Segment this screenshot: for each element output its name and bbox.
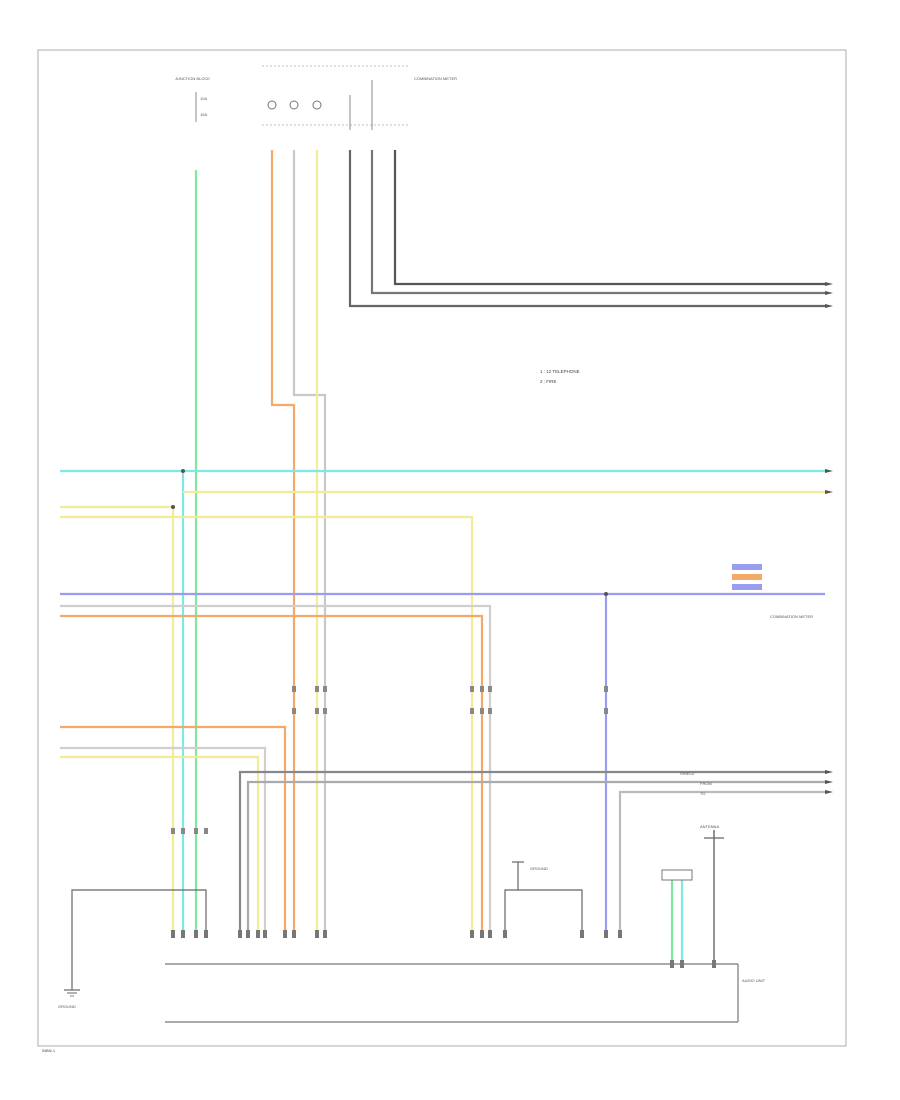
wire-bus-low-3	[618, 790, 825, 930]
wire-orange-low	[60, 725, 287, 930]
wire-grey-mid	[60, 604, 492, 930]
legend: 1 : 12 TELEPHONE 2 : FIRE	[540, 369, 580, 384]
main-connector-label: AUDIO UNIT	[742, 978, 766, 983]
antenna-label: ANTENNA	[700, 824, 719, 829]
connector-pins	[171, 930, 716, 968]
antenna: ANTENNA	[661, 824, 724, 960]
top-right-connector: COMBINATION METER	[262, 65, 457, 130]
mid-right-unit: COMBINATION METER	[732, 564, 813, 619]
page-id: INBN-1	[42, 1048, 56, 1053]
top-fuse-box: JUNCTION BLOCK 10A 15A	[175, 76, 210, 122]
top-fuse-box-label: JUNCTION BLOCK	[175, 76, 210, 81]
legend-item-2: 2 : FIRE	[540, 379, 557, 384]
wire-yellow-3	[60, 515, 474, 930]
wire-grey-low	[60, 746, 267, 930]
inline-connectors	[171, 686, 608, 834]
svg-text:15A: 15A	[200, 112, 207, 117]
diagram-frame	[37, 49, 847, 1047]
wire-grey-top	[292, 150, 327, 930]
main-connector: AUDIO UNIT	[165, 963, 766, 1023]
right-tags: SHIELD FROM TO	[680, 771, 712, 796]
legend-item-1: 1 : 12 TELEPHONE	[540, 369, 580, 374]
wire-black-2	[370, 150, 825, 295]
wire-black-3	[348, 150, 825, 308]
right-tag-3: TO	[700, 791, 705, 796]
ground-left: GROUND	[58, 889, 207, 1009]
top-right-connector-label: COMBINATION METER	[414, 76, 457, 81]
right-terminals	[825, 282, 833, 794]
wire-yellow-low	[60, 755, 260, 930]
ground-mid-label: GROUND	[530, 866, 548, 871]
wire-orange-mid	[60, 614, 484, 930]
mid-right-unit-label: COMBINATION METER	[770, 614, 813, 619]
ground-left-label: GROUND	[58, 1004, 76, 1009]
wire-black-1	[393, 150, 825, 286]
svg-text:10A: 10A	[200, 96, 207, 101]
wire-yellow-2	[60, 505, 175, 930]
wire-blue	[60, 592, 608, 930]
right-tag-2: FROM	[700, 781, 712, 786]
wire-bus-low-2	[246, 780, 825, 930]
wire-orange-top	[270, 150, 296, 930]
wire-bus-low-1	[238, 770, 825, 930]
ground-mid: GROUND	[504, 861, 583, 930]
right-tag-1: SHIELD	[680, 771, 695, 776]
